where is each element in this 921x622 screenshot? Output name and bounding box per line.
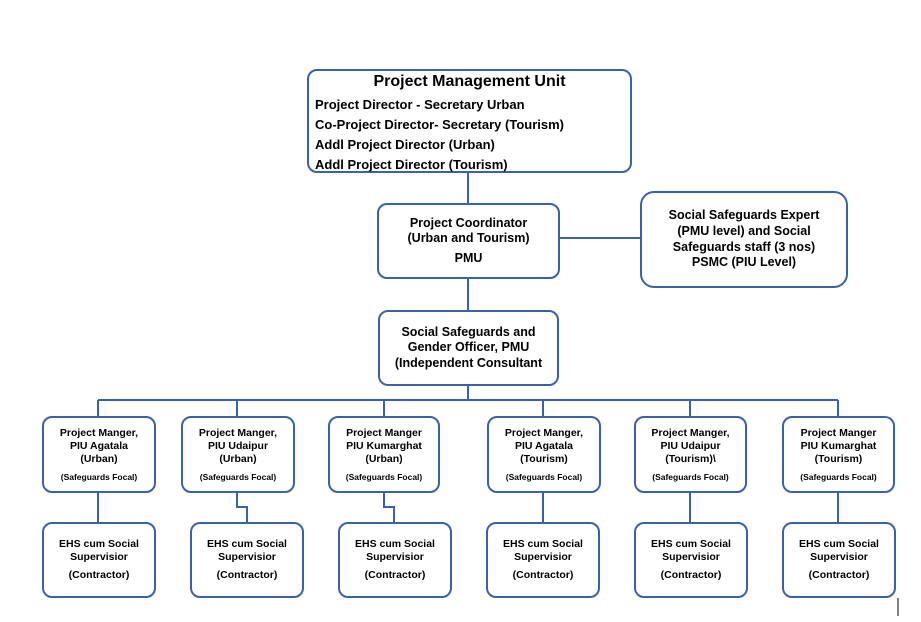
project-manager-box: Project Manger, PIU Agatala (Urban) (Saf…: [42, 416, 156, 493]
contractor-label: (Contractor): [216, 568, 278, 581]
gender-officer-line: Gender Officer, PMU: [407, 340, 530, 355]
ehs-line: Supervisior: [810, 551, 868, 564]
ehs-line: Supervisior: [218, 551, 276, 564]
project-manager-box: Project Manger, PIU Udaipur (Urban) (Saf…: [181, 416, 295, 493]
gender-officer-line: Social Safeguards and: [401, 324, 536, 339]
ehs-supervisor-box: EHS cum Social Supervisior (Contractor): [486, 522, 600, 598]
project-manager-box: Project Manger, PIU Agatala (Tourism) (S…: [487, 416, 601, 493]
project-manager-line: PIU Agatala: [515, 439, 573, 452]
project-manager-line: PIU Udaipur: [660, 439, 721, 452]
coordinator-line: Project Coordinator: [409, 215, 528, 230]
gender-officer-box: Social Safeguards and Gender Officer, PM…: [378, 310, 559, 386]
project-manager-box: Project Manger PIU Kumarghat (Tourism) (…: [782, 416, 895, 493]
coordinator-line: PMU: [454, 250, 483, 265]
coordinator-box: Project Coordinator (Urban and Tourism) …: [377, 203, 560, 279]
pmu-line: Addl Project Director (Tourism): [315, 157, 508, 172]
ehs-supervisor-box: EHS cum Social Supervisior (Contractor): [190, 522, 304, 598]
expert-box: Social Safeguards Expert (PMU level) and…: [640, 191, 848, 288]
project-manager-box: Project Manger, PIU Udaipur (Tourism)\ (…: [634, 416, 747, 493]
ehs-line: Supervisior: [70, 551, 128, 564]
pmu-box: Project Management Unit Project Director…: [307, 69, 632, 173]
ehs-line: EHS cum Social: [503, 538, 583, 551]
project-manager-line: Project Manger: [800, 426, 877, 439]
safeguards-focal-label: (Safeguards Focal): [60, 471, 138, 482]
project-manager-line: (Tourism): [520, 452, 568, 465]
project-manager-box: Project Manger PIU Kumarghat (Urban) (Sa…: [328, 416, 440, 493]
project-manager-line: (Tourism): [814, 452, 863, 465]
project-manager-line: Project Manger: [346, 426, 422, 439]
project-manager-line: (Urban): [365, 452, 403, 465]
project-manager-line: PIU Kumarghat: [800, 439, 877, 452]
contractor-label: (Contractor): [660, 568, 722, 581]
contractor-label: (Contractor): [808, 568, 870, 581]
expert-line: PSMC (PIU Level): [691, 255, 797, 270]
connector-pm3-ehs3: [383, 492, 395, 522]
ehs-line: EHS cum Social: [799, 538, 879, 551]
safeguards-focal-label: (Safeguards Focal): [652, 471, 729, 482]
pmu-line: Project Director - Secretary Urban: [315, 97, 525, 112]
expert-line: Safeguards staff (3 nos): [672, 239, 816, 254]
project-manager-line: Project Manger,: [198, 426, 278, 439]
contractor-label: (Contractor): [512, 568, 574, 581]
safeguards-focal-label: (Safeguards Focal): [345, 471, 423, 482]
project-manager-line: Project Manger,: [504, 426, 584, 439]
connector-pm2-ehs2: [236, 492, 248, 522]
ehs-supervisor-box: EHS cum Social Supervisior (Contractor): [42, 522, 156, 598]
contractor-label: (Contractor): [68, 568, 130, 581]
ehs-line: EHS cum Social: [355, 538, 435, 551]
expert-line: (PMU level) and Social: [677, 223, 811, 238]
project-manager-line: PIU Kumarghat: [346, 439, 422, 452]
pmu-title: Project Management Unit: [373, 73, 566, 90]
ehs-line: Supervisior: [662, 551, 720, 564]
ehs-supervisor-box: EHS cum Social Supervisior (Contractor): [782, 522, 896, 598]
project-manager-line: PIU Udaipur: [207, 439, 269, 452]
ehs-line: Supervisior: [366, 551, 424, 564]
safeguards-focal-label: (Safeguards Focal): [800, 471, 877, 482]
ehs-line: EHS cum Social: [651, 538, 731, 551]
gender-officer-line: (Independent Consultant: [394, 355, 543, 370]
safeguards-focal-label: (Safeguards Focal): [505, 471, 583, 482]
project-manager-line: (Tourism)\: [665, 452, 716, 465]
expert-line: Social Safeguards Expert: [668, 208, 820, 223]
project-manager-line: (Urban): [80, 452, 118, 465]
safeguards-focal-label: (Safeguards Focal): [199, 471, 277, 482]
ehs-supervisor-box: EHS cum Social Supervisior (Contractor): [338, 522, 452, 598]
project-manager-line: PIU Agatala: [70, 439, 128, 452]
coordinator-line: (Urban and Tourism): [407, 231, 530, 246]
project-manager-line: Project Manger,: [651, 426, 730, 439]
project-manager-line: (Urban): [219, 452, 257, 465]
project-manager-line: Project Manger,: [59, 426, 139, 439]
ehs-supervisor-box: EHS cum Social Supervisior (Contractor): [634, 522, 748, 598]
ehs-line: Supervisior: [514, 551, 572, 564]
ehs-line: EHS cum Social: [59, 538, 139, 551]
contractor-label: (Contractor): [364, 568, 426, 581]
ehs-line: EHS cum Social: [207, 538, 287, 551]
pmu-line: Co-Project Director- Secretary (Tourism): [315, 117, 564, 132]
pmu-line: Addl Project Director (Urban): [315, 137, 495, 152]
